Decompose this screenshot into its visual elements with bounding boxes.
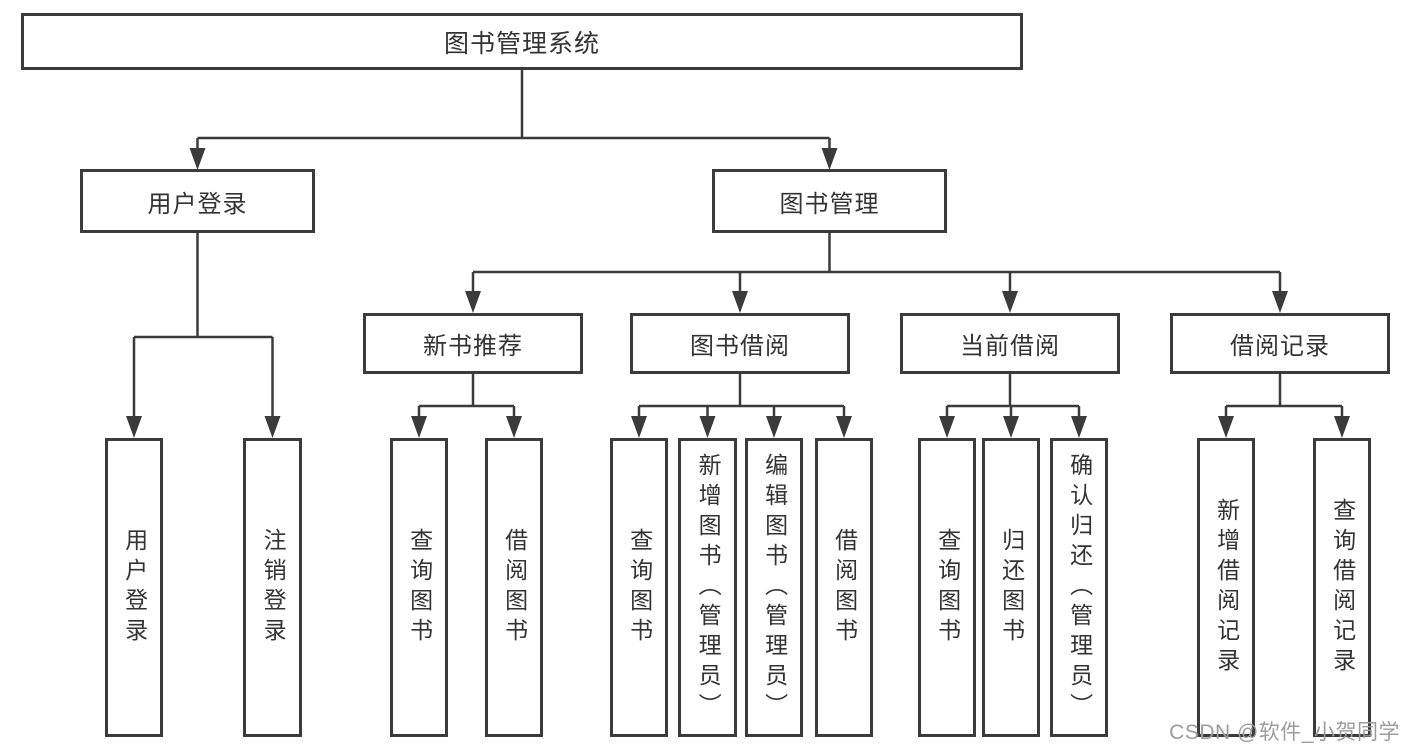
leaf-logout: 注销登录 xyxy=(243,438,302,737)
node-book-management: 图书管理 xyxy=(712,169,947,233)
leaf-add-borrow-record: 新增借阅记录 xyxy=(1197,438,1255,737)
node-user-login: 用户登录 xyxy=(80,169,315,233)
node-new-book-recommend: 新书推荐 xyxy=(363,313,583,374)
leaf-confirm-return-admin: 确认归还（管理员） xyxy=(1050,438,1108,737)
node-library-management-system: 图书管理系统 xyxy=(21,13,1023,70)
leaf-edit-books-admin: 编辑图书（管理员） xyxy=(745,438,803,737)
leaf-borrow-books: 借阅图书 xyxy=(815,438,873,737)
leaf-add-books-admin: 新增图书（管理员） xyxy=(678,438,737,737)
leaf-recommend-borrow-books: 借阅图书 xyxy=(485,438,543,737)
leaf-user-login: 用户登录 xyxy=(105,438,163,737)
leaf-current-query-books: 查询图书 xyxy=(918,438,976,737)
node-current-borrow: 当前借阅 xyxy=(900,313,1120,374)
csdn-watermark: CSDN @软件_小贺同学 xyxy=(1169,721,1400,744)
leaf-return-books: 归还图书 xyxy=(982,438,1040,737)
leaf-borrow-query-books: 查询图书 xyxy=(610,438,668,737)
node-borrow-records: 借阅记录 xyxy=(1170,313,1390,374)
node-book-borrow: 图书借阅 xyxy=(630,313,850,374)
leaf-recommend-query-books: 查询图书 xyxy=(390,438,448,737)
leaf-query-borrow-record: 查询借阅记录 xyxy=(1313,438,1371,737)
